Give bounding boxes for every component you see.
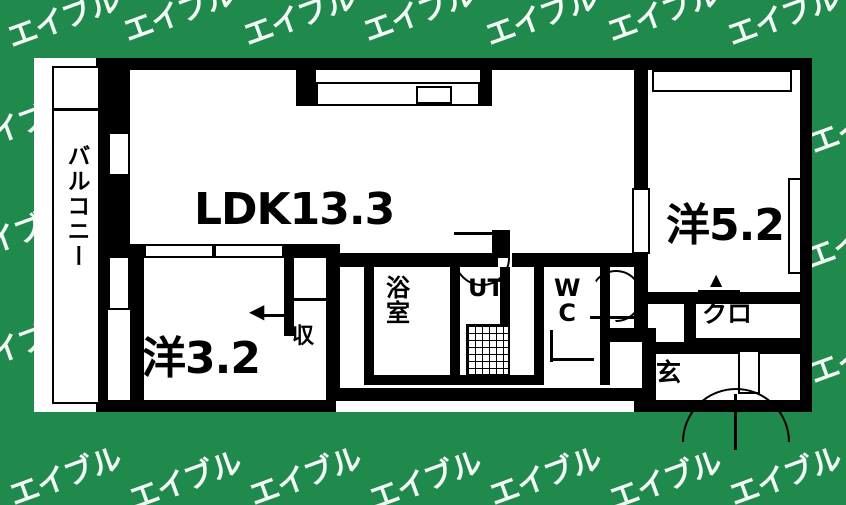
exterior-wall-top [96, 58, 812, 70]
wall-center-left [326, 253, 340, 401]
watermark-text: エイブル [2, 0, 124, 56]
wall-wc-left [534, 267, 544, 385]
ut-door-leaf [454, 232, 508, 235]
exterior-wall-bottom-left [96, 400, 336, 412]
window-ldk-top-inner [416, 86, 452, 104]
wall-ldk-left-top [108, 70, 130, 132]
watermark-text: エイブル [604, 445, 726, 505]
watermark-text: エイブル [484, 441, 606, 505]
toilet-fixture-line-v [550, 330, 553, 362]
watermark-text: エイブル [480, 0, 602, 54]
watermark-text: エイブル [724, 441, 846, 505]
bathtub-tile [466, 324, 510, 376]
wc-door-leaf [590, 316, 636, 319]
wall-bathroom-left [364, 267, 374, 385]
wall-ldk-top-left-stub [296, 70, 316, 106]
room52-label: 洋5.2 [666, 200, 785, 251]
wall-entrance-top [642, 342, 800, 354]
wall-wc-right [600, 267, 610, 385]
exterior-wall-right [800, 58, 812, 412]
floorplan-sheet: バルコニー LDK13.3 [34, 58, 812, 450]
window-room52-top [652, 70, 792, 92]
watermark-text: エイブル [124, 445, 246, 505]
room32-label: 洋3.2 [142, 333, 261, 384]
ut-door-jamb [492, 230, 510, 258]
wall-closet-left [284, 258, 294, 336]
sliding-door-room32-b [214, 244, 284, 258]
ldk-label: LDK13.3 [194, 184, 395, 235]
wall-entrance-left [642, 328, 656, 401]
window-ldk-top [316, 82, 480, 106]
entrance-door-leaf [734, 394, 737, 450]
watermark-text: エイブル [244, 441, 366, 505]
bathroom-label: 浴室 [386, 274, 410, 328]
watermark-text: エイブル [358, 0, 480, 50]
wall-corridor-bottom [326, 388, 656, 401]
balcony-outline [52, 66, 100, 404]
entrance-label: 玄 [656, 358, 682, 387]
wall-ldk-left-mid [108, 176, 130, 256]
watermark-text: エイブル [364, 445, 486, 505]
window-left-lower [108, 256, 130, 310]
closet-small-label: 収 [292, 324, 315, 349]
wall-ldk-top-right-stub [480, 70, 492, 106]
closet-door-arrow-icon: ◀ [249, 299, 265, 323]
entrance-door-panel [738, 350, 760, 394]
wc-door-swing-arc [590, 270, 642, 322]
closet-shelf-line [294, 298, 326, 301]
watermark-text: エイブル [602, 0, 724, 50]
watermark-text: エイブル [4, 441, 126, 505]
window-left-upper [108, 132, 130, 176]
watermark-text: エイブル [238, 0, 360, 54]
closet-label: クロ [702, 299, 753, 328]
balcony-label: バルコニー [63, 144, 89, 269]
wall-center-top-right [512, 253, 644, 267]
sliding-door-room32-a [144, 244, 214, 258]
closet-door-arrow-up-icon: ▲ [710, 270, 723, 289]
door-room52 [632, 188, 650, 254]
balcony-divider [52, 108, 100, 111]
closet-door-line [258, 314, 284, 317]
closet-door-top-line [698, 290, 740, 293]
window-room52-right [788, 178, 802, 274]
watermark-text: エイブル [118, 0, 240, 50]
wall-room32-left [130, 244, 144, 401]
watermark-text: エイブル [722, 0, 844, 54]
wall-center-left-notch [326, 336, 340, 348]
wall-closet-top [648, 292, 800, 304]
toilet-fixture-line [550, 358, 594, 361]
wall-bathroom-right [450, 267, 460, 385]
